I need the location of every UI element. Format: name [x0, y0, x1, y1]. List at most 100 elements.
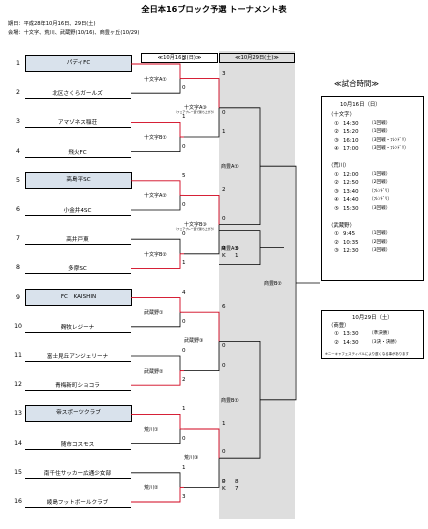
final-round-shade [219, 51, 295, 519]
match-label: 十文字A② [144, 193, 167, 200]
team-score: 1 [182, 406, 186, 413]
schedule-time: 14:30 [343, 120, 359, 127]
schedule-day1: 10月16日（日） [340, 102, 381, 108]
pk-label: K [222, 486, 226, 493]
schedule-time: 12:30 [343, 248, 359, 255]
schedule-match-no: ② [334, 340, 339, 346]
match-sublabel: （フェアプレー賞で勝ち上がり） [174, 109, 216, 114]
team-underline [25, 156, 131, 158]
schedule-time: 15:20 [343, 129, 359, 136]
team-score: 0 [222, 109, 226, 116]
page-title: 全日本16ブロック予選 トーナメント表 [141, 4, 287, 14]
team-score: 0 [182, 435, 186, 442]
match-label: 商豊B② [264, 281, 282, 287]
team-underline [25, 244, 131, 246]
team-number: 6 [16, 206, 20, 213]
schedule-round: （3回戦・ﾌﾚﾝﾄﾞﾘ） [369, 137, 409, 143]
team-number: 1 [16, 60, 20, 67]
bracket-line [131, 370, 181, 386]
bracket-line [184, 194, 220, 225]
pk-label: P [222, 479, 226, 486]
team-name: 北区さくらガールズ [52, 91, 103, 98]
team-score: 3 [222, 70, 226, 77]
pk-score: 3 [235, 245, 239, 252]
match-sublabel: （フェアプレー賞で勝ち上がり） [174, 226, 216, 231]
schedule-match-no: ① [334, 171, 339, 178]
bracket-line [184, 428, 220, 459]
team-score: 6 [222, 304, 226, 311]
schedule-time: 15:30 [343, 206, 359, 212]
match-label: 武蔵野③ [184, 338, 204, 345]
schedule-round: （準決勝） [369, 331, 392, 336]
team-name: 帝スポーツクラブ [25, 405, 132, 423]
bracket-line [131, 180, 181, 196]
team-score: 1 [182, 114, 186, 121]
team-score: 1 [182, 260, 186, 267]
schedule-round: （3回戦） [369, 248, 391, 254]
team-score: 0 [182, 231, 186, 238]
bracket-line [131, 253, 181, 269]
schedule-time: 12:50 [343, 180, 359, 187]
team-score: 0 [182, 85, 186, 92]
team-number: 13 [14, 410, 22, 418]
team-underline [25, 448, 131, 450]
schedule-round: （2回戦） [369, 180, 391, 186]
team-score: 4 [182, 289, 186, 296]
team-score: 0 [222, 215, 226, 222]
team-score: 0 [182, 143, 186, 150]
bracket-line [131, 195, 181, 211]
schedule-time: 9:45 [343, 231, 356, 238]
team-name: 小金井4SC [63, 208, 92, 214]
schedule-match-no: ② [334, 129, 339, 136]
bracket-line [184, 78, 220, 108]
pk-score: 7 [235, 486, 239, 493]
team-name: 高井戸東 [66, 237, 89, 244]
team-score: 1 [182, 464, 186, 471]
pk-score: 8 [235, 479, 239, 486]
bracket-line [131, 472, 181, 488]
team-name: 青梅新町ショコラ [55, 383, 100, 390]
schedule-venue: （荒川） [328, 163, 350, 169]
pk-label: K [222, 252, 226, 259]
team-number: 9 [16, 293, 20, 301]
match-label: 武蔵野① [144, 310, 164, 317]
bracket-line [184, 224, 220, 255]
schedule-match-no: ① [334, 231, 339, 238]
match-label: 十文字B① [144, 135, 167, 141]
schedule-venue: （武蔵野） [328, 222, 355, 229]
schedule-round: （1回戦） [369, 171, 391, 177]
schedule-match-no: ① [334, 120, 339, 127]
schedule-day2: 10月29日（土） [352, 315, 393, 321]
team-number: 7 [16, 235, 20, 243]
team-number: 15 [14, 468, 22, 476]
schedule-round: （3決・決勝） [369, 340, 400, 345]
bracket-line [131, 487, 181, 503]
team-number: 2 [16, 89, 20, 97]
team-underline [25, 361, 131, 362]
schedule-match-no: ③ [334, 137, 339, 144]
team-number: 3 [16, 118, 20, 126]
schedule-match-no: ③ [334, 188, 339, 195]
schedule-time: 14:30 [343, 340, 359, 346]
team-score: 0 [222, 479, 226, 486]
match-label: 商豊B① [221, 397, 239, 404]
team-score: 0 [222, 343, 226, 350]
team-name: 多摩SC [68, 266, 87, 273]
bracket-line [131, 78, 181, 94]
team-underline [25, 390, 131, 392]
team-number: 11 [14, 352, 22, 359]
match-label: 十文字B② [144, 251, 167, 258]
bracket-line [131, 137, 181, 152]
team-number: 16 [14, 498, 22, 505]
team-underline [25, 507, 131, 508]
schedule-round: （ﾌﾚﾝﾄﾞﾘ） [369, 197, 392, 203]
pk-score: 1 [235, 252, 239, 259]
team-name: 富士見丘アンジェリーナ [46, 354, 109, 360]
match-label: 荒川① [144, 427, 159, 433]
bracket-line [131, 413, 181, 429]
schedule-match-no: ② [334, 180, 339, 187]
schedule-round: （ﾌﾚﾝﾄﾞﾘ） [369, 188, 392, 194]
team-score: 1 [222, 421, 226, 427]
schedule-time: 10:35 [343, 239, 359, 246]
match-label: 十文字A③ [184, 104, 207, 111]
